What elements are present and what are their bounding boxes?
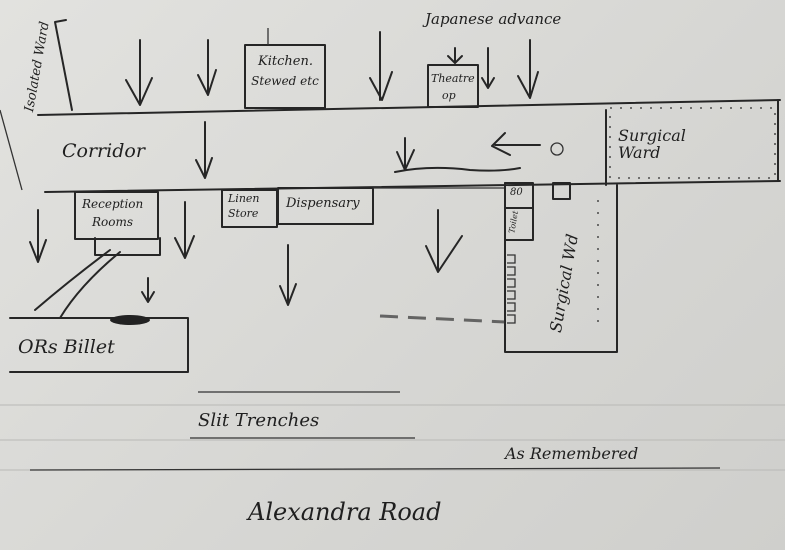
slit-trenches-label: Slit Trenches bbox=[198, 410, 320, 431]
corridor-top-wall bbox=[37, 99, 781, 116]
linen-label: Linen bbox=[228, 192, 260, 205]
kitchen-box bbox=[244, 44, 326, 109]
surgical-ward-side-box bbox=[504, 182, 618, 353]
corridor-bottom-wall bbox=[44, 180, 781, 193]
reception-label: Reception bbox=[82, 197, 144, 211]
billet-box bbox=[9, 317, 189, 373]
advance-arrows bbox=[29, 31, 541, 306]
dispensary-label: Dispensary bbox=[286, 196, 360, 211]
linen-sub-label: Store bbox=[228, 207, 259, 220]
japanese-advance-label: Japanese advance bbox=[425, 10, 562, 28]
theatre-box bbox=[427, 64, 479, 108]
room-number-label: 80 bbox=[510, 187, 523, 198]
surgical-ward-top-box bbox=[609, 107, 776, 179]
reception-sub-label: Rooms bbox=[92, 215, 134, 229]
kitchen-label: Kitchen. bbox=[258, 54, 313, 69]
billet-label: ORs Billet bbox=[18, 336, 115, 358]
road-label: Alexandra Road bbox=[248, 498, 442, 526]
theatre-sub-label: op bbox=[442, 89, 456, 102]
theatre-label: Theatre bbox=[431, 72, 475, 85]
corridor-label: Corridor bbox=[62, 140, 145, 162]
isolated-ward-wall bbox=[54, 19, 73, 111]
dispensary-box bbox=[277, 187, 374, 225]
kitchen-sub-label: Stewed etc bbox=[251, 74, 319, 88]
smudge-line bbox=[379, 314, 506, 324]
as-remembered-label: As Remembered bbox=[505, 444, 639, 463]
surgical-ward-top-label: Surgical Ward bbox=[618, 126, 686, 162]
reception-box bbox=[74, 191, 159, 240]
